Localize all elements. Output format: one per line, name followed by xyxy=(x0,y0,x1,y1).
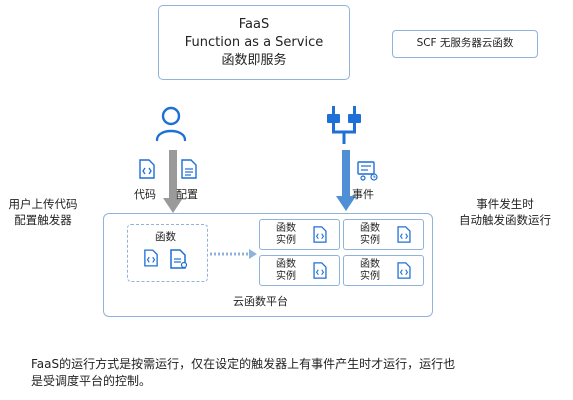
function-instance: 函数 实例 xyxy=(259,255,340,286)
right-side-text: 事件发生时 自动触发函数运行 xyxy=(447,196,563,228)
event-label: 事件 xyxy=(352,188,374,201)
event-icon xyxy=(357,161,378,181)
code-file-icon xyxy=(139,159,155,179)
description-line1: FaaS的运行方式是按需运行，仅在设定的触发器上有事件产生时才运行，运行也 xyxy=(31,357,456,371)
description-line2: 是受调度平台的控制。 xyxy=(31,374,152,388)
upload-arrow xyxy=(163,150,183,213)
instance-code-icon xyxy=(313,226,327,243)
config-file-icon xyxy=(181,159,197,179)
plug-icon xyxy=(327,106,361,144)
instance-text: 函数 实例 xyxy=(276,259,296,282)
instance-code-icon xyxy=(313,262,327,279)
function-instance: 函数 实例 xyxy=(343,219,424,250)
left-side-text: 用户上传代码 配置触发器 xyxy=(3,196,83,228)
function-label: 函数 xyxy=(155,231,176,243)
right-side-line1: 事件发生时 xyxy=(476,197,534,211)
function-code-icon xyxy=(144,249,158,267)
dispatch-arrow xyxy=(210,249,257,259)
config-label: 配置 xyxy=(176,188,198,201)
instance-text: 函数 实例 xyxy=(276,223,296,246)
title-faas: FaaS xyxy=(238,17,270,32)
cloud-function-platform xyxy=(103,213,433,317)
faas-title-box: FaaS Function as a Service 函数即服务 xyxy=(158,5,350,80)
left-side-line1: 用户上传代码 xyxy=(8,197,78,211)
function-config-icon xyxy=(170,249,188,269)
scf-box: SCF 无服务器云函数 xyxy=(392,30,538,58)
code-label: 代码 xyxy=(134,188,156,201)
instance-code-icon xyxy=(397,262,411,279)
left-side-line2: 配置触发器 xyxy=(14,213,72,227)
function-instance: 函数 实例 xyxy=(343,255,424,286)
trigger-arrow xyxy=(336,150,356,211)
scf-label: SCF 无服务器云函数 xyxy=(416,37,514,49)
instance-text: 函数 实例 xyxy=(360,259,380,282)
instance-text: 函数 实例 xyxy=(360,223,380,246)
title-function-as-a-service: Function as a Service xyxy=(184,35,324,50)
platform-label: 云函数平台 xyxy=(233,295,288,308)
instance-code-icon xyxy=(397,226,411,243)
title-chinese: 函数即服务 xyxy=(221,53,287,68)
function-instance: 函数 实例 xyxy=(259,219,340,250)
function-box: 函数 xyxy=(127,224,208,282)
user-icon xyxy=(155,106,187,142)
right-side-line2: 自动触发函数运行 xyxy=(459,213,551,227)
description: FaaS的运行方式是按需运行，仅在设定的触发器上有事件产生时才运行，运行也 是受… xyxy=(31,356,551,390)
